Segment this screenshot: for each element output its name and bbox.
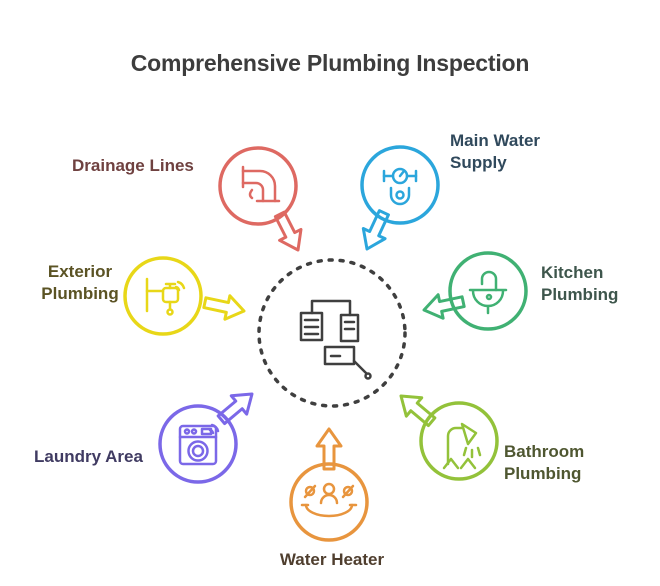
label-main-water: Main Water Supply — [450, 131, 541, 173]
water-gauge-icon — [382, 167, 418, 206]
label-laundry: Laundry Area — [34, 447, 143, 466]
node-exterior — [123, 256, 246, 336]
laundry-arrow — [216, 392, 254, 426]
laundry-circle — [158, 404, 238, 484]
diagram-title: Comprehensive Plumbing Inspection — [130, 50, 530, 76]
label-water-heater: Water Heater — [279, 550, 385, 569]
drain-pipe-icon — [241, 165, 281, 203]
drainage-arrow — [273, 210, 303, 252]
outdoor-spigot-icon — [145, 277, 186, 316]
exterior-arrow — [202, 294, 246, 321]
exterior-circle — [123, 256, 203, 336]
node-water-heater — [289, 427, 369, 542]
kitchen-circle — [448, 251, 528, 331]
node-main-water — [360, 145, 440, 251]
node-kitchen — [422, 251, 528, 331]
label-exterior: Exterior Plumbing — [41, 262, 119, 304]
main-water-arrow — [361, 209, 390, 251]
kitchen-arrow — [422, 293, 466, 320]
center-node — [257, 258, 407, 408]
drainage-circle — [218, 146, 298, 226]
washing-machine-icon — [178, 423, 220, 466]
water-heater-circle — [289, 462, 369, 542]
node-bathroom — [399, 394, 499, 481]
bathroom-arrow — [399, 394, 437, 428]
bathroom-circle — [419, 401, 499, 481]
water-heater-arrow — [315, 427, 343, 471]
node-drainage — [218, 146, 303, 252]
sink-faucet-icon — [468, 270, 508, 315]
node-laundry — [158, 392, 254, 484]
main-water-circle — [360, 145, 440, 225]
label-kitchen: Kitchen Plumbing — [541, 263, 619, 305]
shower-icon — [442, 422, 482, 470]
heater-tank-icon — [300, 482, 358, 518]
label-drainage: Drainage Lines — [72, 156, 194, 175]
center-dashed-circle — [257, 258, 407, 408]
label-bathroom: Bathroom Plumbing — [504, 442, 585, 484]
pipe-system-icon — [299, 299, 372, 380]
